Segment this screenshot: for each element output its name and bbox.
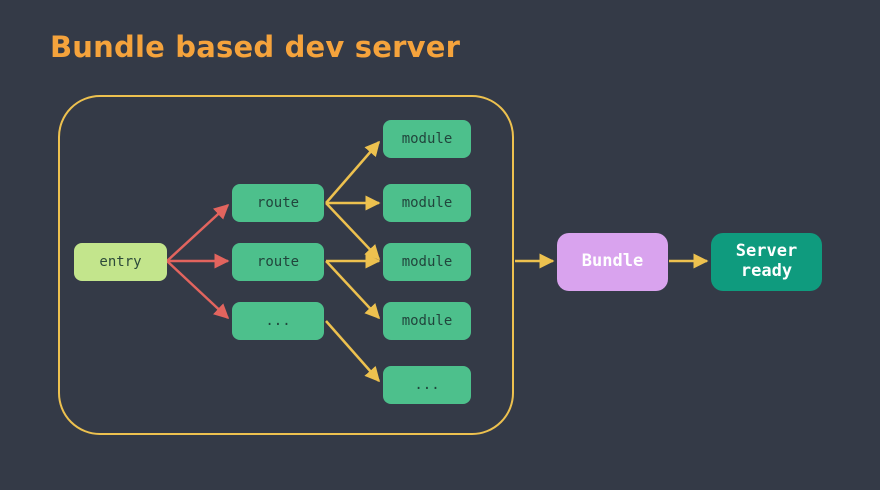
node-module-4-label: module: [401, 312, 453, 329]
node-module-1-label: module: [401, 130, 453, 147]
node-route-3-label: ...: [265, 312, 291, 329]
node-module-4[interactable]: module: [383, 302, 471, 340]
node-entry[interactable]: entry: [74, 243, 167, 281]
node-module-3[interactable]: module: [383, 243, 471, 281]
node-entry-label: entry: [99, 253, 142, 270]
node-module-5-label: ...: [414, 376, 440, 393]
node-server-ready-label: Server ready: [735, 241, 798, 281]
node-route-1[interactable]: route: [232, 184, 324, 222]
node-module-2-label: module: [401, 194, 453, 211]
node-bundle[interactable]: Bundle: [557, 233, 668, 291]
node-bundle-label: Bundle: [581, 251, 644, 272]
node-module-1[interactable]: module: [383, 120, 471, 158]
node-server-ready[interactable]: Server ready: [711, 233, 822, 291]
node-module-2[interactable]: module: [383, 184, 471, 222]
module-graph-container: [58, 95, 514, 435]
page-title: Bundle based dev server: [50, 30, 461, 64]
node-module-3-label: module: [401, 253, 453, 270]
node-route-2-label: route: [256, 253, 300, 270]
node-module-5[interactable]: ...: [383, 366, 471, 404]
node-route-3[interactable]: ...: [232, 302, 324, 340]
node-route-1-label: route: [256, 194, 300, 211]
node-route-2[interactable]: route: [232, 243, 324, 281]
